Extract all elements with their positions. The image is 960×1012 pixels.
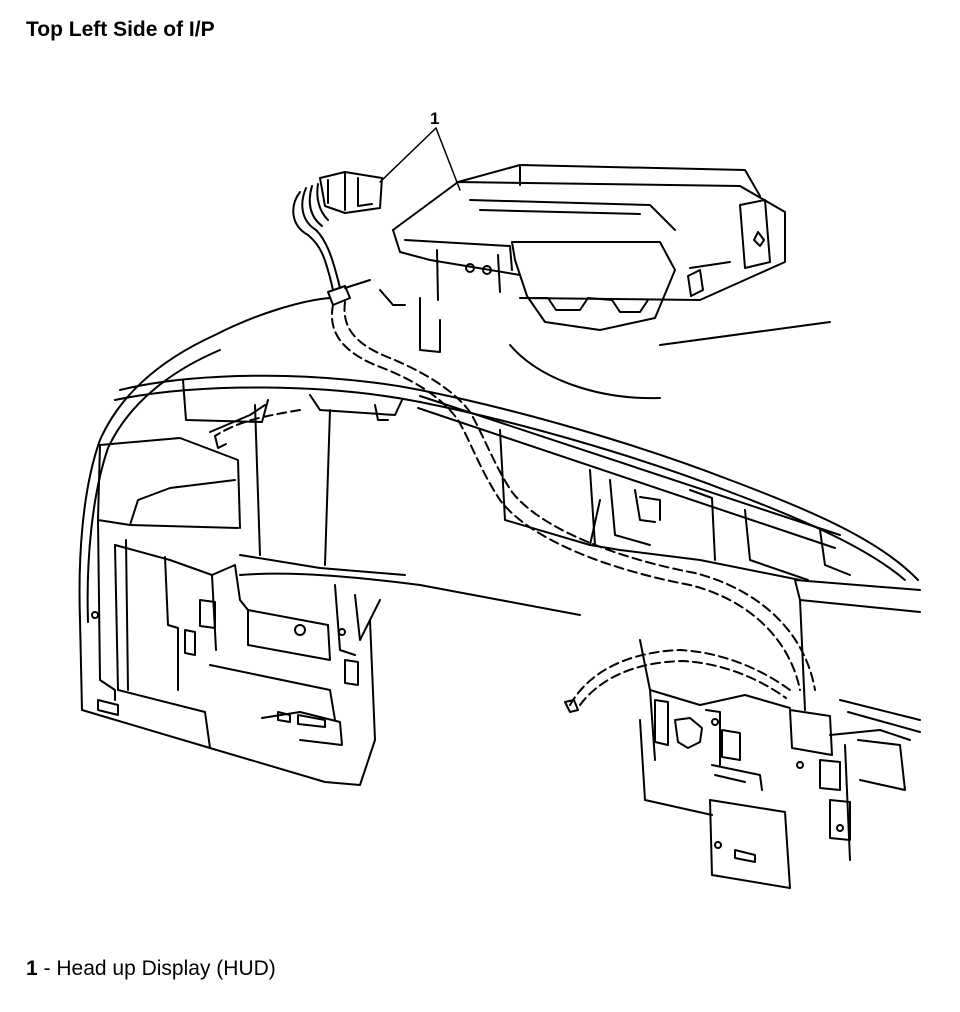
legend-item-label: Head up Display (HUD) [56,957,276,980]
left-lower-structure [79,519,581,786]
right-structure [499,429,921,889]
legend: 1 - Head up Display (HUD) [26,957,276,981]
left-cavity [97,379,403,566]
hud-connector-drawing [292,171,383,306]
legend-item: 1 - Head up Display (HUD) [26,957,276,981]
callout-number: 1 [430,109,439,128]
callout-leader-lines [379,127,461,191]
panel-top-outline [78,297,919,623]
legend-item-separator: - [37,957,57,980]
hud-unit-drawing [379,164,786,353]
diagram-title: Top Left Side of I/P [26,18,215,41]
wire-harness [214,301,816,706]
legend-item-number: 1 [26,957,38,980]
